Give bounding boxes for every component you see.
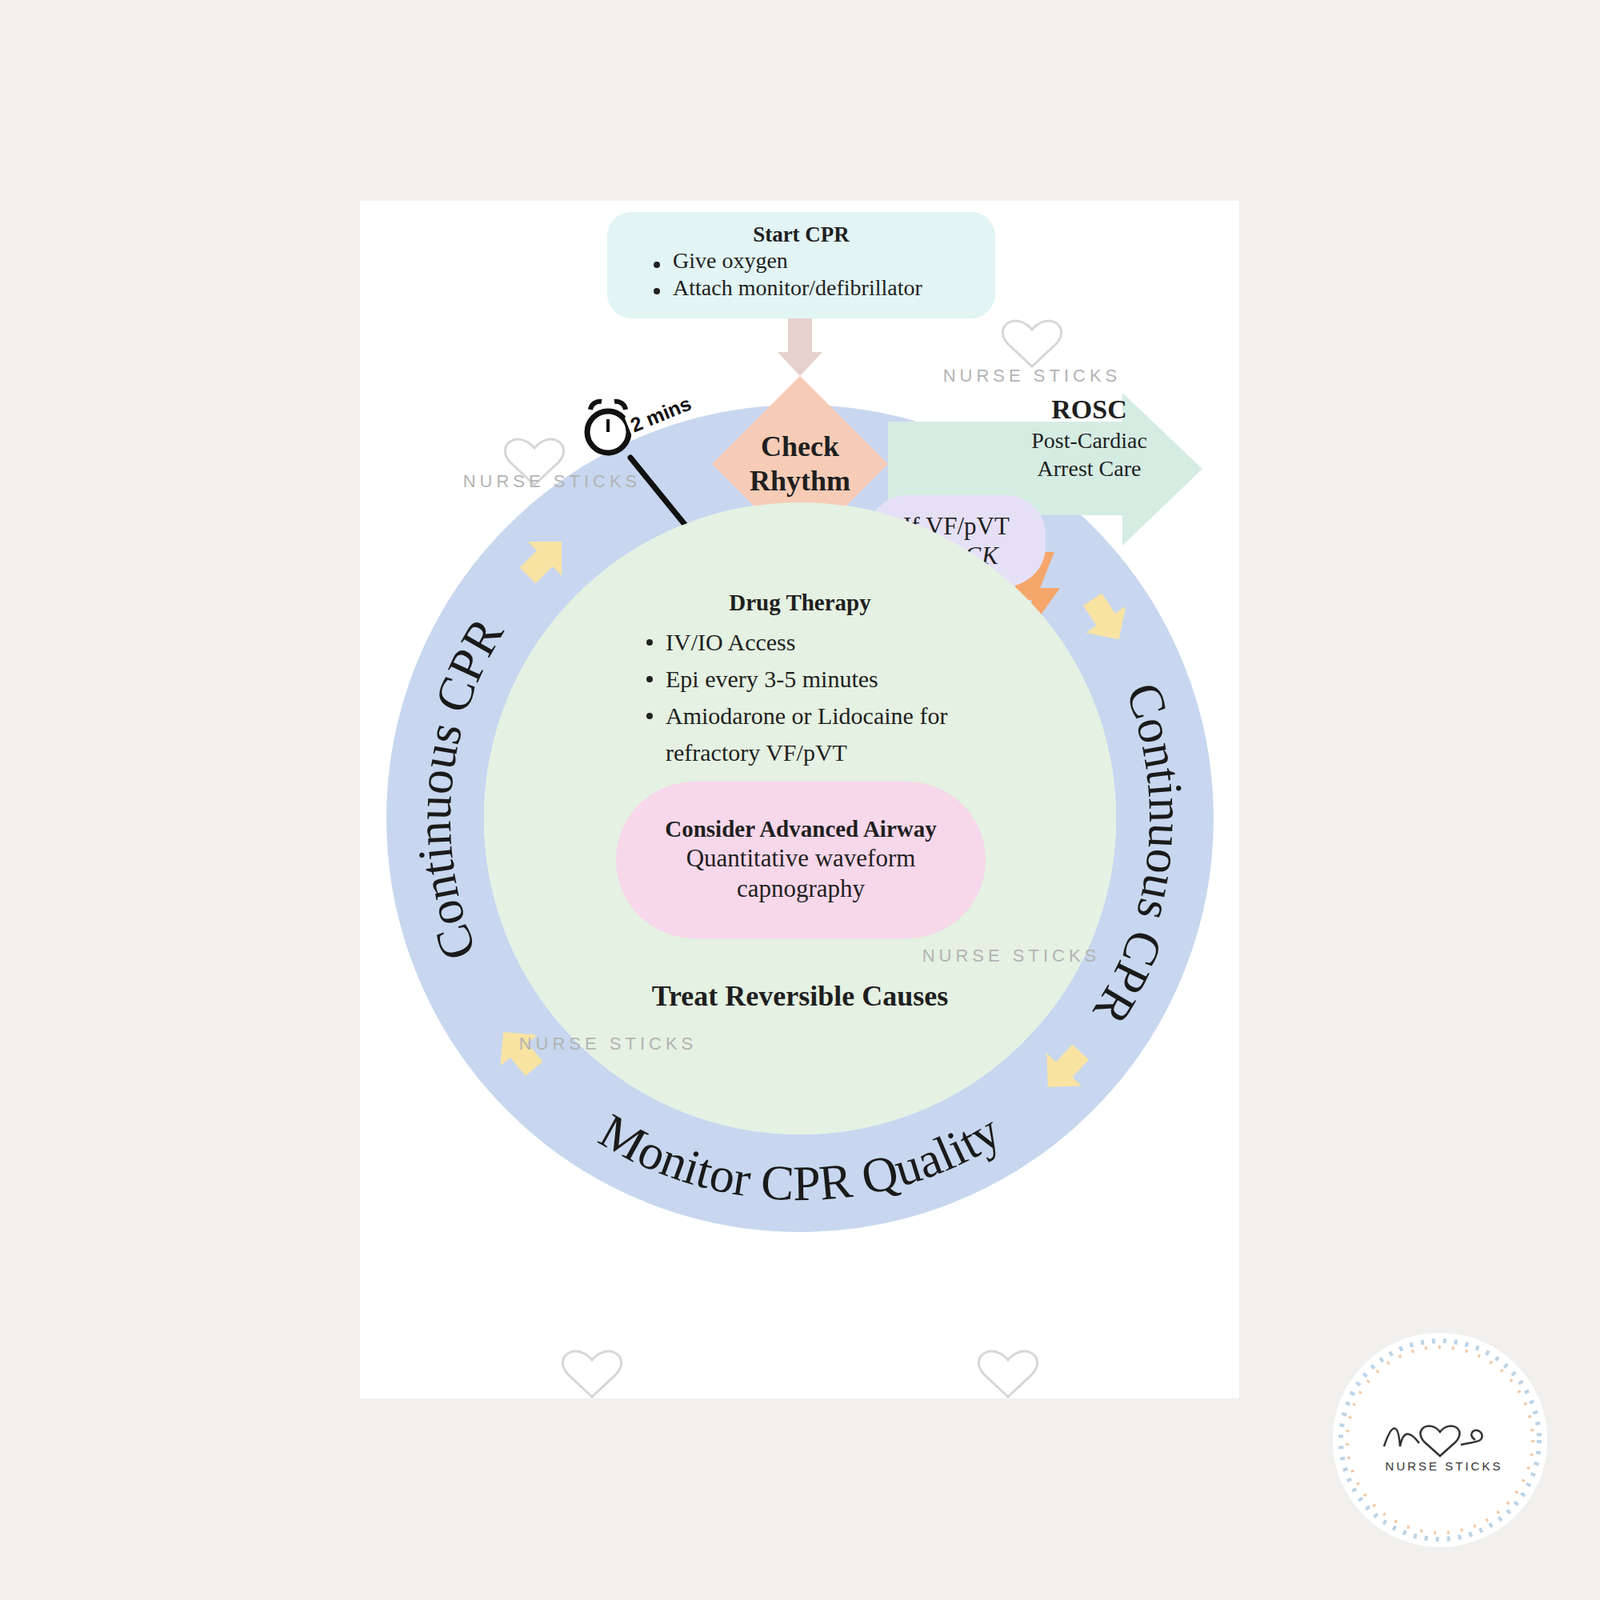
inner-circle: Drug TherapyIV/IO AccessEpi every 3-5 mi…: [484, 502, 1116, 1135]
timer-stick: [630, 457, 690, 531]
timer-label: 2 mins: [624, 390, 698, 439]
bullet-item: Give oxygen: [672, 247, 972, 275]
bullet-item: IV/IO Access: [665, 624, 1002, 661]
start-box: Start CPRGive oxygenAttach monitor/defib…: [607, 212, 996, 319]
logo-text: NURSE STICKS: [1385, 1459, 1504, 1473]
watermark-heart: [1002, 320, 1061, 367]
cycle-arrow: [484, 1016, 553, 1085]
diamond-label: Check Rhythm: [740, 429, 860, 499]
watermark: NURSE STICKS: [463, 471, 642, 492]
section-heading: Treat Reversible Causes: [560, 979, 1040, 1014]
timer-face: [587, 411, 629, 453]
section-heading: Drug Therapy: [640, 588, 960, 617]
timer-icon: [587, 401, 690, 531]
airway-box: Consider Advanced AirwayQuantitative wav…: [616, 781, 986, 939]
box-body: Quantitative waveform capnography: [664, 843, 937, 906]
watermark-heart: [978, 1351, 1037, 1397]
bullet-item: Amiodarone or Lidocaine for refractory V…: [665, 697, 986, 772]
arrow-shape: [888, 392, 1203, 546]
watermark-heart: [562, 1351, 621, 1397]
timer-bell: [614, 401, 626, 410]
watermark-heart: [504, 439, 564, 485]
watermark: NURSE STICKS: [943, 365, 1122, 387]
arrow-body: Post-Cardiac Arrest Care: [1007, 426, 1172, 483]
logo-heart: [1420, 1425, 1460, 1456]
logo-floral-ring: [1340, 1340, 1540, 1540]
text-wrap: Start CPRGive oxygenAttach monitor/defib…: [607, 212, 996, 319]
bullet-item: Attach monitor/defibrillator: [672, 274, 972, 302]
flow-arrow: [777, 318, 823, 376]
logo-badge: [1332, 1332, 1548, 1548]
box-heading: Start CPR: [631, 221, 972, 248]
circle-shape: [484, 502, 1116, 1135]
timer-bell: [590, 401, 602, 410]
timer-hand: [606, 419, 610, 432]
arrow-heading: ROSC: [1051, 393, 1127, 427]
cpr-ring: [435, 453, 1165, 1184]
box-heading: Consider Advanced Airway: [664, 815, 936, 844]
text-wrap: Consider Advanced AirwayQuantitative wav…: [616, 781, 986, 939]
cycle-arrow: [1072, 586, 1140, 653]
logo-floral-ring: [1347, 1347, 1533, 1533]
cycle-arrow: [510, 524, 579, 593]
cycle-arrow: [1030, 1036, 1099, 1104]
logo-circle: [1332, 1332, 1548, 1548]
logo-signature: [1384, 1428, 1483, 1448]
bullet-item: Epi every 3-5 minutes: [665, 660, 1002, 698]
